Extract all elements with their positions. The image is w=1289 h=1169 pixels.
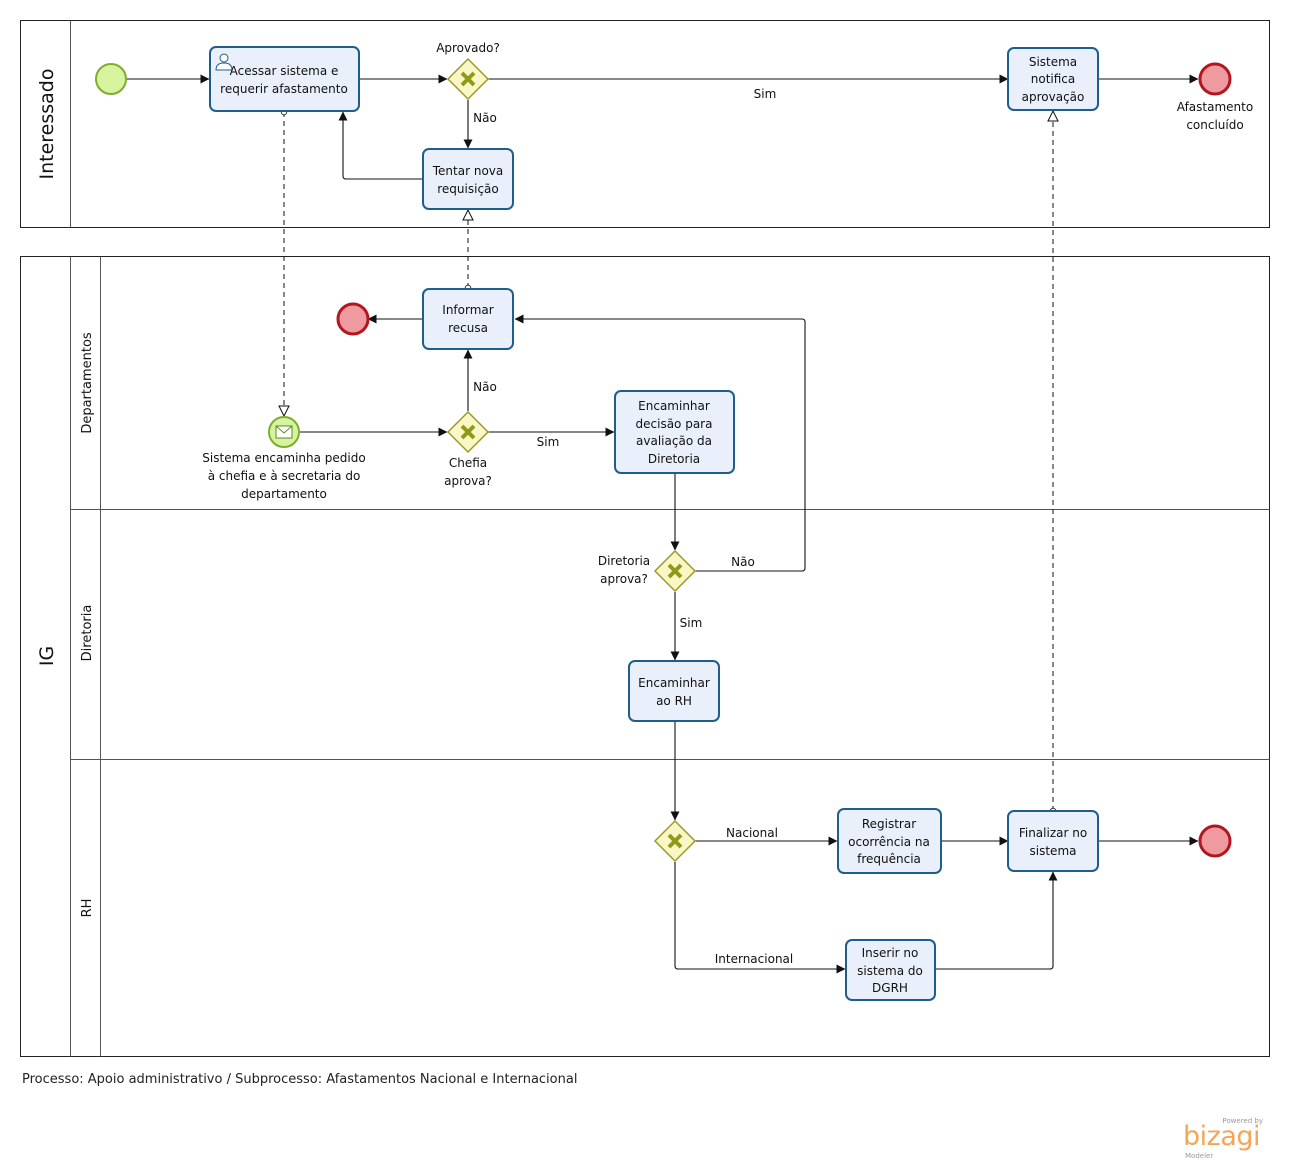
- task-label-line: Registrar: [862, 817, 916, 831]
- task-finalizar-sistema: Finalizar no sistema: [1007, 810, 1099, 872]
- lane-title-rh: RH: [80, 899, 95, 918]
- start-event: [95, 63, 127, 95]
- flow-label-nao: Não: [473, 380, 497, 394]
- message-start-event: [268, 416, 300, 448]
- logo-product-text: Modeler: [1185, 1152, 1214, 1160]
- task-label-line: recusa: [448, 321, 488, 335]
- lane-title-diretoria: Diretoria: [80, 605, 95, 662]
- task-label-line: ocorrência na: [848, 835, 930, 849]
- task-registrar-ocorrencia: Registrar ocorrência na frequência: [837, 808, 942, 874]
- flow-label-sim: Sim: [754, 87, 777, 101]
- envelope-icon: [275, 425, 293, 439]
- event-label-message: à chefia e à secretaria do: [208, 469, 361, 483]
- flow-label-nacional: Nacional: [726, 826, 778, 840]
- task-label-line: requerir afastamento: [220, 82, 348, 96]
- event-label-concluido: Afastamento: [1177, 100, 1253, 114]
- task-inserir-dgrh: Inserir no sistema do DGRH: [845, 939, 936, 1001]
- task-label-line: sistema: [1030, 844, 1077, 858]
- task-label-line: Finalizar no: [1019, 826, 1087, 840]
- task-label-line: requisição: [437, 182, 499, 196]
- gateway-label-diretoria: Diretoria: [598, 554, 650, 568]
- task-label-line: Acessar sistema e: [230, 64, 339, 78]
- gateway-nacional-internacional: [653, 819, 697, 863]
- task-tentar-nova-requisicao: Tentar nova requisição: [422, 148, 514, 210]
- flow-label-internacional: Internacional: [715, 952, 793, 966]
- task-label-line: notifica: [1031, 72, 1076, 86]
- gateway-label-chefia: aprova?: [444, 474, 492, 488]
- sequence-flows: [127, 74, 1199, 974]
- pool-title-ig: IG: [36, 646, 58, 666]
- flow-label-sim: Sim: [537, 435, 560, 449]
- logo-powered-text: Powered by: [1222, 1117, 1263, 1125]
- task-label-line: frequência: [857, 852, 921, 866]
- task-label-line: Encaminhar: [638, 399, 710, 413]
- lane-title-departamentos: Departamentos: [80, 332, 95, 434]
- event-label-concluido: concluído: [1186, 118, 1243, 132]
- pool-title-interessado: Interessado: [36, 69, 58, 180]
- task-label-line: sistema do: [857, 964, 923, 978]
- task-encaminhar-rh: Encaminhar ao RH: [628, 660, 720, 722]
- task-label-line: Diretoria: [648, 452, 700, 466]
- gateway-label-diretoria: aprova?: [600, 572, 648, 586]
- event-label-message: Sistema encaminha pedido: [202, 451, 365, 465]
- task-encaminhar-diretoria: Encaminhar decisão para avaliação da Dir…: [614, 390, 735, 474]
- task-label-line: Sistema: [1029, 55, 1077, 69]
- task-label-line: decisão para: [636, 417, 713, 431]
- task-sistema-notifica: Sistema notifica aprovação: [1007, 47, 1099, 111]
- end-event-recusa: [336, 302, 370, 336]
- flow-label-nao: Não: [731, 555, 755, 569]
- task-label-line: aprovação: [1022, 90, 1085, 104]
- task-label-line: Tentar nova: [432, 164, 504, 178]
- task-label-line: ao RH: [656, 694, 692, 708]
- task-label-line: Encaminhar: [638, 676, 710, 690]
- gateway-label-aprovado: Aprovado?: [436, 41, 500, 55]
- task-informar-recusa: Informar recusa: [422, 288, 514, 350]
- user-icon: [215, 53, 233, 71]
- pool-interessado: Interessado: [20, 20, 1270, 228]
- end-event-concluido: [1198, 62, 1232, 96]
- logo-brand-text: bizagi: [1183, 1121, 1261, 1152]
- bizagi-logo: Powered by bizagi Modeler: [1183, 1117, 1273, 1161]
- end-event-rh: [1198, 824, 1232, 858]
- process-caption: Processo: Apoio administrativo / Subproc…: [22, 1072, 578, 1087]
- task-label-line: Informar: [442, 303, 493, 317]
- gateway-label-chefia: Chefia: [449, 456, 487, 470]
- event-label-message: departamento: [241, 487, 327, 501]
- gateway-aprovado: [446, 57, 490, 101]
- gateway-chefia: [446, 410, 490, 454]
- flow-label-nao: Não: [473, 111, 497, 125]
- pool-ig: IG Departamentos Diretoria RH: [20, 256, 1270, 1057]
- task-acessar-sistema: Acessar sistema e requerir afastamento: [209, 46, 360, 112]
- gateway-diretoria: [653, 549, 697, 593]
- message-flows: [284, 111, 1053, 811]
- task-label-line: avaliação da: [636, 434, 712, 448]
- flow-label-sim: Sim: [680, 616, 703, 630]
- task-label-line: Inserir no: [862, 946, 919, 960]
- task-label-line: DGRH: [872, 981, 908, 995]
